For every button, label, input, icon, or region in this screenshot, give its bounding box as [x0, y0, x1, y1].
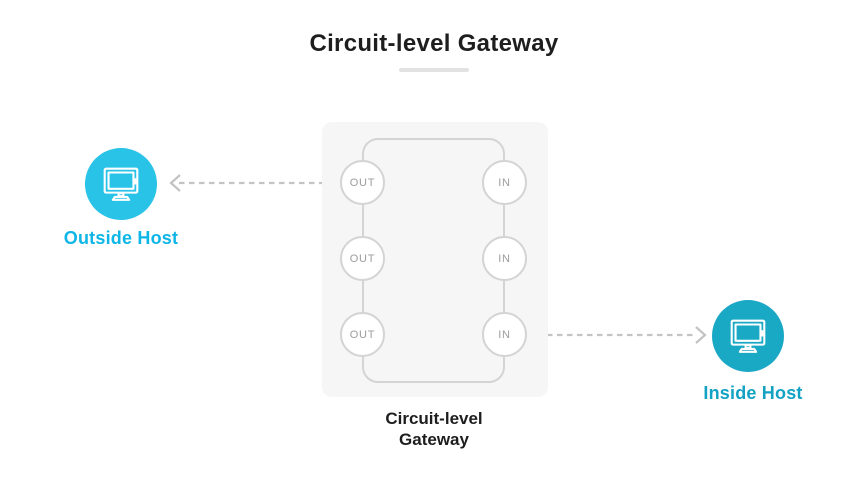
- in-port-2: IN: [482, 236, 527, 281]
- gateway-caption: Circuit-level Gateway: [334, 408, 534, 450]
- outside-arrow: [169, 174, 341, 192]
- in-port-1: IN: [482, 160, 527, 205]
- out-port-3: OUT: [340, 312, 385, 357]
- outside-host-avatar: [85, 148, 157, 220]
- out-port-2: OUT: [340, 236, 385, 281]
- title-underline: [399, 68, 469, 72]
- outside-host-label: Outside Host: [63, 228, 179, 248]
- inside-host-avatar: [712, 300, 784, 372]
- monitor-icon: [103, 167, 139, 201]
- in-port-3: IN: [482, 312, 527, 357]
- inside-host-label: Inside Host: [703, 383, 803, 403]
- inside-arrow: [527, 326, 707, 344]
- gateway-caption-line1: Circuit-level: [385, 409, 483, 428]
- monitor-icon: [730, 319, 766, 353]
- page-title: Circuit-level Gateway: [309, 30, 559, 57]
- out-port-1: OUT: [340, 160, 385, 205]
- gateway-caption-line2: Gateway: [399, 430, 469, 449]
